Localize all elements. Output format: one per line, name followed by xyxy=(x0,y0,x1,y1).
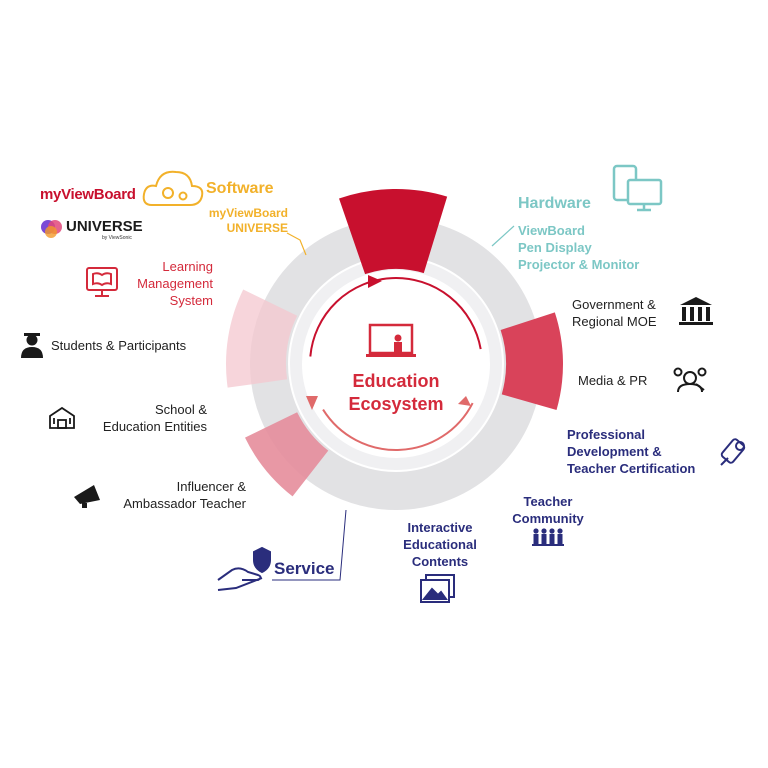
school-line1: School & xyxy=(154,402,207,417)
lms-line2: Management xyxy=(137,276,213,291)
cloud-gear-icon xyxy=(142,170,204,206)
community-label: Teacher Community xyxy=(500,493,596,527)
interactive-line1: Interactive xyxy=(407,520,473,535)
arrow-head-top xyxy=(368,275,382,288)
segment-hardware-software xyxy=(339,189,448,275)
megaphone-icon xyxy=(74,485,100,508)
universe-logo-text: UNIVERSE xyxy=(66,218,143,235)
classroom-icon xyxy=(366,323,416,357)
government-label: Government & Regional MOE xyxy=(572,296,657,330)
hand-shield-icon xyxy=(217,546,271,591)
community-icon xyxy=(532,528,564,546)
software-title: Software xyxy=(206,180,274,197)
image-gallery-icon xyxy=(420,574,455,603)
software-line1: myViewBoard xyxy=(208,206,288,220)
community-line1: Teacher xyxy=(523,494,573,509)
school-line2: Education Entities xyxy=(102,419,207,434)
government-icon xyxy=(679,297,713,325)
segment-service xyxy=(245,412,329,497)
cycle-arrow-bottom xyxy=(322,402,474,451)
lms-label: Learning Management System xyxy=(110,258,213,309)
school-label: School & Education Entities xyxy=(80,401,207,435)
hardware-title: Hardware xyxy=(518,195,591,212)
government-line2: Regional MOE xyxy=(572,314,657,329)
lms-line1: Learning xyxy=(162,259,213,274)
software-line2: UNIVERSE xyxy=(226,221,288,235)
student-icon xyxy=(21,333,43,358)
service-leader xyxy=(272,509,347,581)
universe-logo-mark xyxy=(41,220,62,238)
lms-line3: System xyxy=(169,293,213,308)
center-title-line1: Education xyxy=(352,371,440,391)
software-leader xyxy=(286,232,307,256)
hardware-leader xyxy=(491,225,515,247)
universe-by-viewsonic: by ViewSonic xyxy=(102,235,132,241)
segment-lms-students xyxy=(226,289,298,388)
hardware-line2: Pen Display xyxy=(518,240,592,255)
media-people-icon xyxy=(673,367,707,393)
cycle-arrow-top xyxy=(309,277,482,357)
hardware-line3: Projector & Monitor xyxy=(518,257,640,272)
interactive-line2: Educational xyxy=(403,537,477,552)
professional-line1: Professional xyxy=(567,427,646,442)
lms-book-icon xyxy=(86,267,118,297)
influencer-label: Influencer & Ambassador Teacher xyxy=(100,478,246,512)
professional-label: Professional Development & Teacher Certi… xyxy=(567,426,695,477)
hardware-products: ViewBoard Pen Display Projector & Monito… xyxy=(518,222,639,273)
interactive-contents-label: Interactive Educational Contents xyxy=(388,519,492,570)
interactive-line3: Contents xyxy=(411,554,469,569)
government-line1: Government & xyxy=(572,297,656,312)
media-label: Media & PR xyxy=(578,373,648,388)
inner-ring xyxy=(290,258,502,470)
community-line2: Community xyxy=(512,511,584,526)
professional-line2: Development & xyxy=(567,444,662,459)
students-label: Students & Participants xyxy=(51,338,187,353)
center-title: Education Ecosystem xyxy=(326,370,466,416)
hardware-line1: ViewBoard xyxy=(518,223,585,238)
myviewboard-logo: myViewBoard xyxy=(40,186,136,203)
service-title: Service xyxy=(274,559,335,578)
arrow-head-right xyxy=(458,396,471,406)
devices-icon xyxy=(612,164,663,212)
software-products: myViewBoard UNIVERSE xyxy=(170,206,288,236)
influencer-line1: Influencer & xyxy=(176,479,246,494)
professional-line3: Teacher Certification xyxy=(567,461,696,476)
arrow-head-left xyxy=(306,396,318,410)
center-title-line2: Ecosystem xyxy=(348,394,444,414)
certificate-icon xyxy=(720,438,746,466)
segment-government-media xyxy=(500,312,563,411)
influencer-line2: Ambassador Teacher xyxy=(123,496,246,511)
school-icon xyxy=(49,406,75,429)
